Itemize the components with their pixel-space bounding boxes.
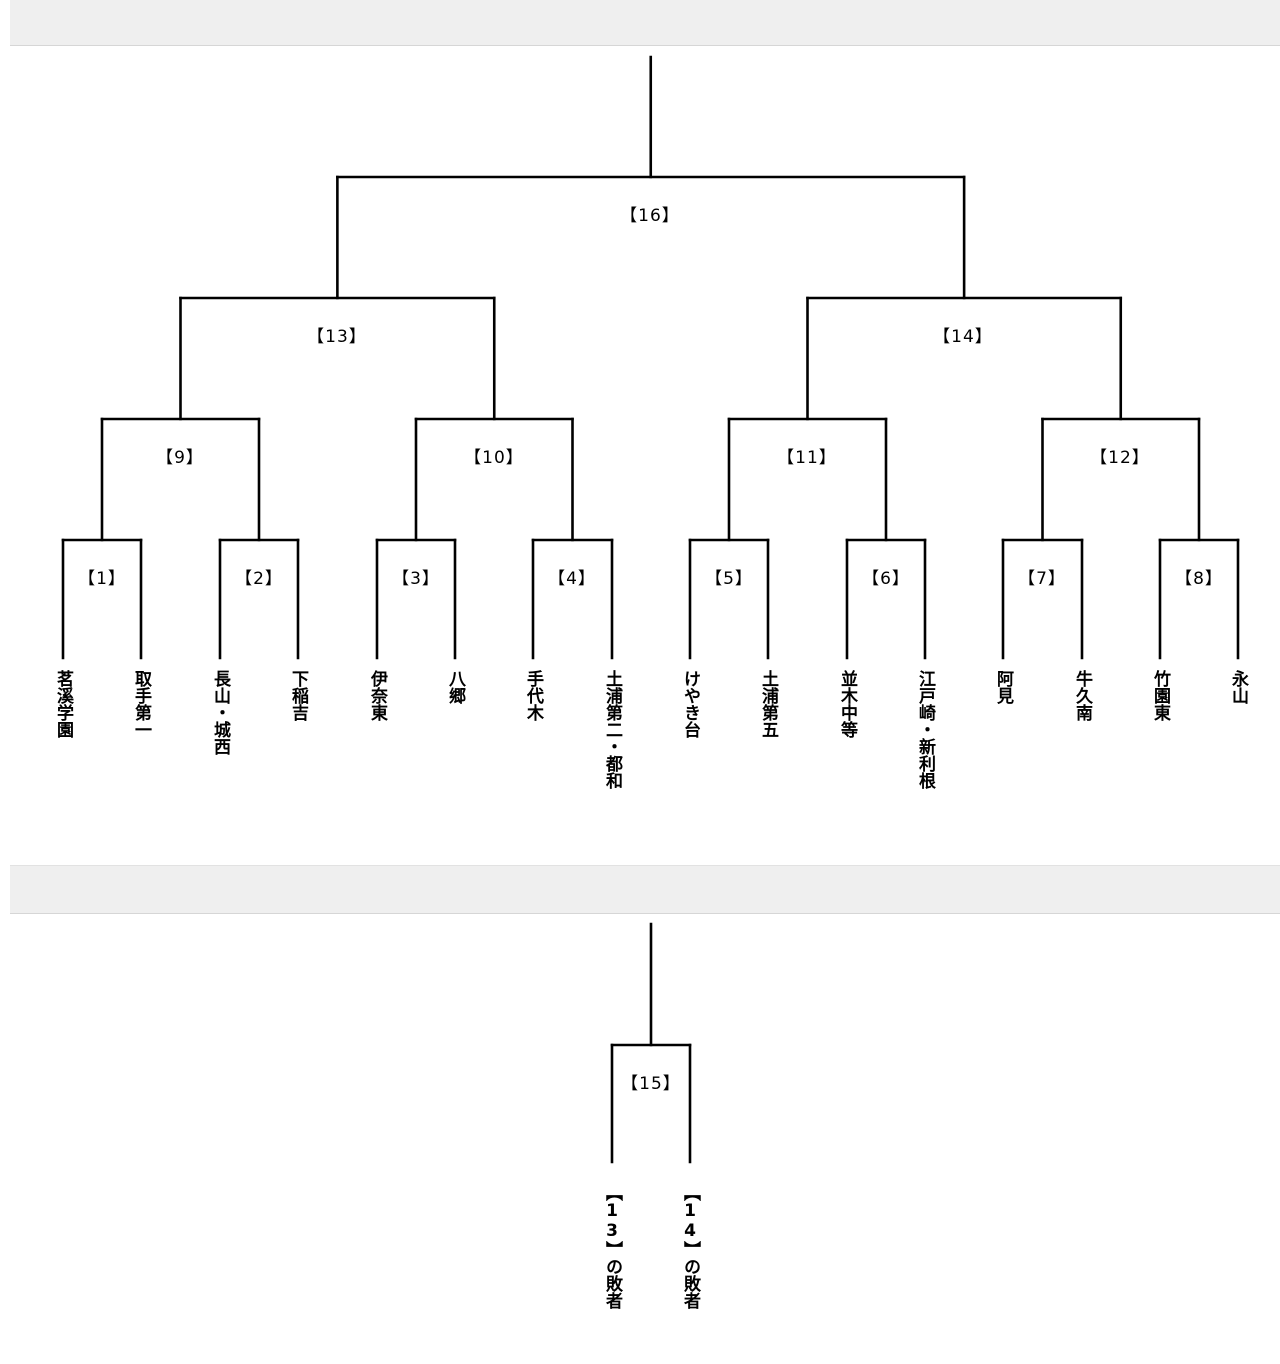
team-7: 手代木 [523, 670, 543, 721]
team-10: 土浦第五 [758, 670, 778, 738]
match-label-4: 【4】 [548, 569, 596, 589]
team-16: 永山 [1228, 670, 1248, 704]
match-label-15: 【15】 [621, 1074, 681, 1094]
team-6: 八郷 [445, 670, 465, 704]
main-bracket-lines [61, 55, 1240, 660]
match-label-11: 【11】 [777, 448, 837, 468]
team-8: 土浦第二・都和 [602, 670, 622, 789]
match-label-16: 【16】 [620, 206, 680, 226]
team-3: 長山・城西 [210, 670, 230, 755]
match-label-2: 【2】 [235, 569, 283, 589]
match-label-7: 【7】 [1018, 569, 1066, 589]
match-label-8: 【8】 [1175, 569, 1223, 589]
team-15: 竹園東 [1150, 670, 1170, 721]
match-label-10: 【10】 [464, 448, 524, 468]
match-label-6: 【6】 [862, 569, 910, 589]
team-12: 江戸崎・新利根 [915, 670, 935, 789]
third-place-entrant-1: 【13】の敗者 [602, 1184, 622, 1309]
team-9: けやき台 [680, 670, 700, 738]
header-band-third-place [10, 865, 1280, 914]
team-4: 下稲吉 [288, 670, 308, 721]
match-label-1: 【1】 [78, 569, 126, 589]
match-label-13: 【13】 [307, 327, 367, 347]
third-place-entrant-2: 【14】の敗者 [680, 1184, 700, 1309]
team-1: 茗溪学園 [53, 670, 73, 738]
match-label-5: 【5】 [705, 569, 753, 589]
team-13: 阿見 [993, 670, 1013, 704]
team-11: 並木中等 [837, 670, 857, 738]
match-label-3: 【3】 [392, 569, 440, 589]
header-band-top [10, 0, 1280, 46]
match-label-12: 【12】 [1090, 448, 1150, 468]
match-label-9: 【9】 [156, 448, 204, 468]
match-label-14: 【14】 [933, 327, 993, 347]
team-5: 伊奈東 [367, 670, 387, 721]
team-2: 取手第一 [131, 670, 151, 738]
team-14: 牛久南 [1072, 670, 1092, 721]
